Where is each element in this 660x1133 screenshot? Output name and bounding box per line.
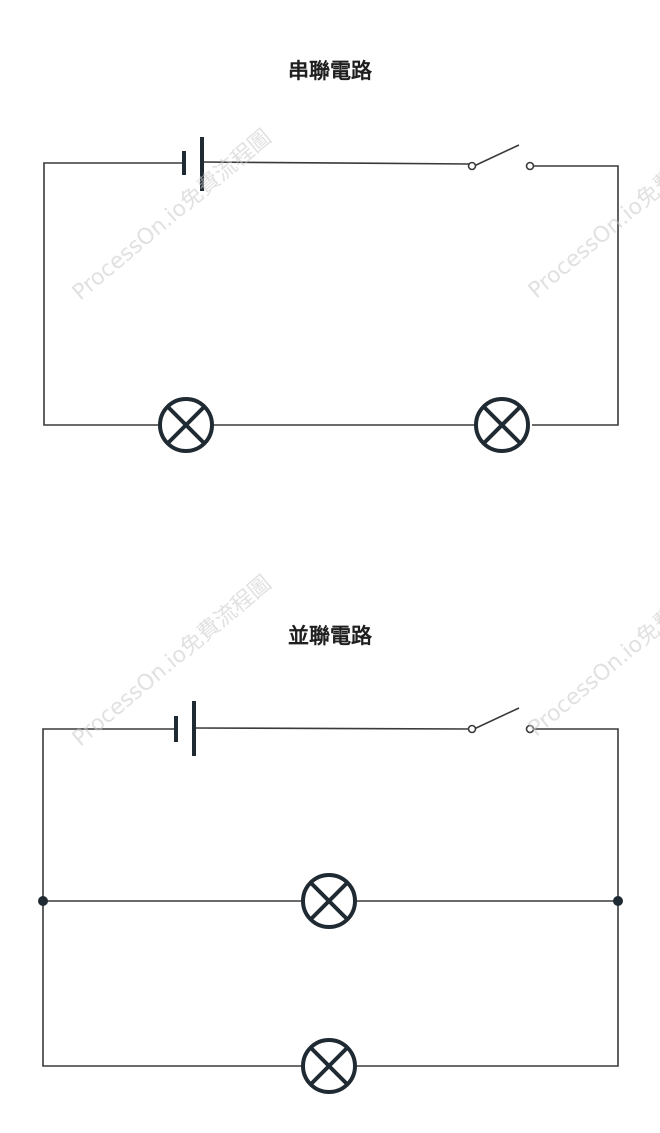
series-switch-icon bbox=[467, 144, 535, 171]
parallel-junction-left bbox=[38, 896, 48, 906]
parallel-junction-right bbox=[613, 896, 623, 906]
parallel-circuit bbox=[38, 701, 623, 1094]
series-wire-left bbox=[43, 162, 184, 426]
series-wire-right bbox=[530, 165, 619, 426]
parallel-circuit-title: 並聯電路 bbox=[288, 624, 372, 648]
series-circuit bbox=[43, 137, 619, 453]
parallel-battery-icon bbox=[174, 701, 196, 756]
parallel-wire-battery-to-switch bbox=[193, 727, 471, 730]
series-lamp-1-icon bbox=[158, 397, 214, 453]
parallel-lamp-1-icon bbox=[301, 873, 357, 929]
parallel-lamp-2-icon bbox=[301, 1038, 357, 1094]
parallel-switch-icon bbox=[467, 707, 535, 734]
series-lamp-2-icon bbox=[474, 397, 530, 453]
series-circuit-title: 串聯電路 bbox=[288, 59, 372, 83]
parallel-wire-top-left bbox=[42, 728, 302, 1067]
series-battery-icon bbox=[182, 137, 204, 191]
series-wire-battery-to-switch bbox=[201, 161, 471, 165]
parallel-wire-right bbox=[356, 728, 619, 1067]
